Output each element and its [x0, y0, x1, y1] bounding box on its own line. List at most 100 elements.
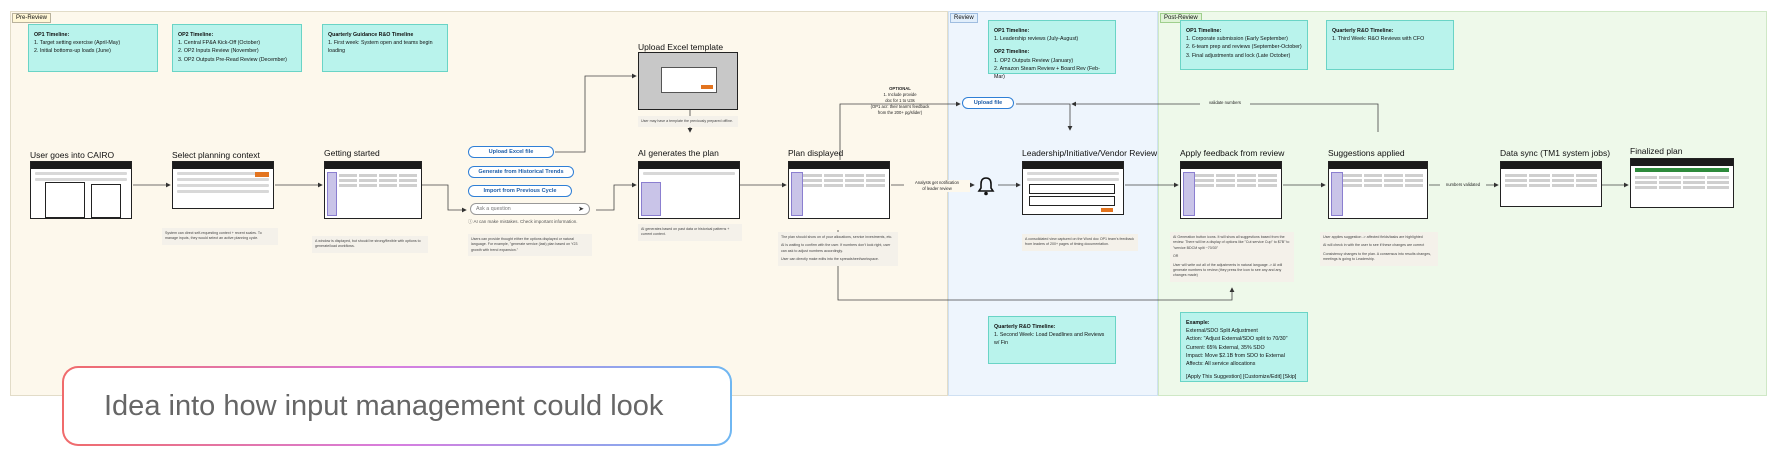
screen-sync — [1500, 161, 1602, 207]
note-post-op1: OP1 Timeline: 1. Corporate submission (E… — [1180, 20, 1308, 70]
optional-line: 1. Include provide — [883, 91, 917, 97]
note-line: 2. OP2 Inputs Review (November) — [178, 48, 259, 55]
screen-leadership — [1022, 161, 1124, 215]
screen-final — [1630, 158, 1734, 208]
desc-line: User will write out all of the adjustmen… — [1173, 262, 1283, 278]
upload-excel-button[interactable]: Upload Excel file — [468, 146, 554, 158]
desc-line: The plan should show on of your allocati… — [781, 235, 893, 239]
send-icon[interactable]: ➤ — [578, 206, 584, 213]
note-line: 3. Final adjustments and lock (Late Octo… — [1186, 52, 1291, 59]
bell-icon — [977, 177, 995, 196]
note-op1-pre: OP1 Timeline: 1. Target setting exercise… — [28, 24, 158, 72]
note-line: Impact: Move $2.1B from SDO to External — [1186, 352, 1285, 359]
step-title-ai: AI generates the plan — [638, 148, 719, 158]
note-op2-pre: OP2 Timeline: 1. Central FP&A Kick-Off (… — [172, 24, 302, 72]
phase-label-pre: Pre-Review — [12, 13, 52, 23]
note-quarterly-pre: Quarterly Guidance R&O Timeline 1. First… — [322, 24, 448, 72]
note-line: 1. Third Week: R&O Reviews with CFO — [1332, 36, 1425, 43]
step-title-displayed: Plan displayed — [788, 148, 844, 158]
screen-context — [172, 161, 274, 209]
screen-feedback — [1180, 161, 1282, 219]
generate-historical-button[interactable]: Generate from Historical Trends — [468, 166, 574, 178]
desc-line: AI is waiting to confirm with the user. … — [781, 243, 891, 253]
caption-text: Idea into how input management could loo… — [64, 368, 730, 444]
desc-suggestions: User applies suggestion -> affected fiel… — [1320, 232, 1438, 266]
step-title-context: Select planning context — [172, 150, 260, 160]
desc-ai: AI generates based on past data or histo… — [638, 224, 742, 241]
step-title-sync: Data sync (TM1 system jobs) — [1500, 148, 1611, 158]
screen-login — [30, 161, 132, 219]
optional-line: doc for 1 to U3s — [885, 97, 915, 103]
validate-label: validate numbers — [1200, 100, 1250, 106]
notification-line: Analysts get notification — [915, 180, 959, 185]
screen-started — [324, 161, 422, 219]
note-review-top: OP1 Timeline: 1. Leadership reviews (Jul… — [988, 20, 1116, 80]
note-title: OP1 Timeline: — [34, 32, 70, 38]
desc-leadership: A consolidated view captured on the Word… — [1022, 234, 1138, 251]
notification-label: Analysts get notification of leader revi… — [904, 180, 970, 192]
note-line: 1. Corporate submission (Early September… — [1186, 36, 1288, 43]
upload-file-button[interactable]: Upload file — [962, 97, 1014, 109]
note-line: 1. Leadership reviews (July-August) — [994, 36, 1079, 43]
desc-displayed: The plan should show on of your allocati… — [778, 232, 898, 266]
note-line: 1. Target setting exercise (April-May) — [34, 40, 121, 47]
note-title: OP1 Timeline: — [1186, 28, 1222, 34]
ask-placeholder: Ask a question — [476, 206, 511, 212]
optional-line: (OP1 acr: their team's feedback — [870, 103, 930, 109]
desc-line: User can directly make edits into the sp… — [781, 257, 879, 262]
note-line: 1. Central FP&A Kick-Off (October) — [178, 40, 261, 47]
note-title: OP1 Timeline: — [994, 28, 1030, 34]
notification-line: of leader review — [922, 185, 952, 191]
note-line: 1. First week: System open and teams beg… — [328, 40, 433, 55]
note-line: 1. Second Week: Load Deadlines and Revie… — [994, 332, 1105, 347]
note-line: Action: "Adjust External/SDO split to 70… — [1186, 336, 1288, 343]
desc-login: System can direct self-requesting contex… — [162, 228, 278, 245]
note-example: Example: External/SDO Split Adjustment A… — [1180, 312, 1308, 382]
step-title-login: User goes into CAIRO — [30, 150, 115, 160]
desc-line: AI Generation button icons. It will show… — [1173, 235, 1290, 250]
note-line: 2. Initial bottoms-up loads (June) — [34, 48, 111, 55]
note-line: 3. OP2 Outputs Pre-Read Review (December… — [178, 56, 287, 63]
desc-ask: Users can provide thought either the opt… — [468, 234, 592, 257]
step-title-leadership: Leadership/Initiative/Vendor Review — [1022, 148, 1158, 158]
step-title-final: Finalized plan — [1630, 146, 1683, 156]
desc-feedback: AI Generation button icons. It will show… — [1170, 232, 1294, 282]
phase-label-review: Review — [950, 13, 978, 23]
step-title-feedback: Apply feedback from review — [1180, 148, 1285, 158]
ask-question-input[interactable]: Ask a question ➤ — [470, 203, 590, 215]
step-title-started: Getting started — [324, 148, 380, 158]
note-title: Quarterly R&O Timeline: — [1332, 28, 1394, 34]
note-title: OP2 Timeline: — [178, 32, 214, 38]
note-title: Quarterly R&O Timeline: — [994, 324, 1056, 330]
screen-ai — [638, 161, 740, 219]
info-icon: ⓘ — [468, 219, 473, 224]
desc-upload: User may have a template the previously … — [638, 116, 738, 128]
optional-line: from the 200+ pg/slider) — [877, 109, 923, 115]
note-line: External/SDO Split Adjustment — [1186, 328, 1258, 335]
step-title-upload-template: Upload Excel template — [638, 42, 724, 52]
screen-upload-template — [638, 52, 738, 110]
desc-line: AI will check in with the user to see if… — [1323, 243, 1425, 248]
desc-started: A window is displayed, but should be str… — [312, 236, 428, 253]
step-title-suggestions: Suggestions applied — [1328, 148, 1405, 158]
note-title: OP2 Timeline: — [994, 49, 1030, 56]
import-previous-button[interactable]: Import from Previous Cycle — [468, 185, 572, 197]
ai-disclaimer: ⓘ AI can make mistakes. Check important … — [468, 219, 578, 225]
note-line: 2. Amazon Steam Review + Board Rev (Feb-… — [994, 65, 1100, 81]
note-post-quarterly: Quarterly R&O Timeline: 1. Third Week: R… — [1326, 20, 1454, 70]
screen-displayed — [788, 161, 890, 219]
desc-line: OR — [1173, 254, 1179, 259]
desc-line: User applies suggestion -> affected fiel… — [1323, 235, 1423, 239]
note-line: 1. OP2 Outputs Review (January) — [994, 57, 1074, 64]
validated-label: numbers validated — [1440, 182, 1486, 188]
note-line: [Apply This Suggestion] [Customize/Edit]… — [1186, 374, 1297, 381]
note-review-bottom: Quarterly R&O Timeline: 1. Second Week: … — [988, 316, 1116, 364]
note-line: 2. 6-team prep and reviews (September-Oc… — [1186, 44, 1302, 51]
caption-box: Idea into how input management could loo… — [62, 366, 732, 446]
note-title: Quarterly Guidance R&O Timeline — [328, 32, 414, 38]
screen-suggestions — [1328, 161, 1428, 219]
note-line: Current: 65% External, 35% SDO — [1186, 344, 1265, 351]
optional-title: OPTIONAL — [889, 86, 911, 91]
note-line: Affects: All service allocations — [1186, 361, 1256, 368]
note-title: Example: — [1186, 320, 1210, 326]
